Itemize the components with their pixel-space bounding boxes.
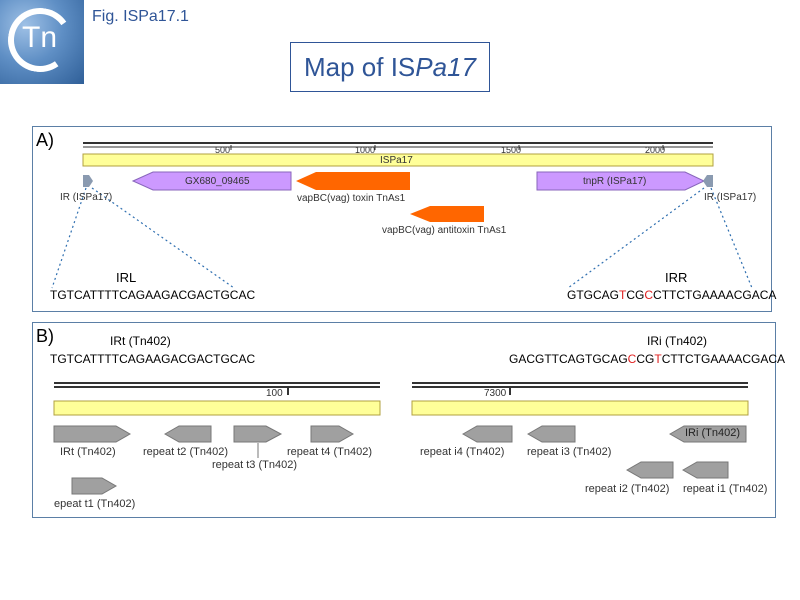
panel-b (32, 322, 776, 518)
repeat-t4-label: repeat t4 (Tn402) (287, 446, 372, 458)
repeat-i3-label: repeat i3 (Tn402) (527, 446, 612, 458)
irt-title: IRt (Tn402) (110, 334, 171, 348)
repeat-t2-arrow (163, 425, 212, 443)
iri-seq-part2: CG (636, 352, 655, 366)
tick-label-7300: 7300 (484, 388, 507, 399)
toxin-gene-arrow (296, 172, 410, 190)
antitoxin-gene-label: vapBC(vag) antitoxin TnAs1 (382, 225, 507, 236)
tnpr-gene-arrow (536, 171, 706, 191)
left-element-bar (53, 400, 381, 416)
iri-feature-label: IRi (Tn402) (685, 427, 741, 439)
ir-right-label: IR (ISPa17) (704, 192, 757, 203)
irt-feature-label: IRt (Tn402) (60, 446, 116, 458)
irr-sequence: GTGCAGTCGCCTTCTGAAAACGACA (567, 288, 776, 302)
irr-title: IRR (665, 270, 688, 285)
irt-feature-arrow (53, 425, 132, 443)
repeat-t3-label: repeat t3 (Tn402) (212, 459, 297, 471)
right-element-bar (411, 400, 749, 416)
irr-seq-mismatch2: C (644, 288, 654, 302)
ir-left-arrow (83, 175, 93, 187)
iri-title: IRi (Tn402) (647, 334, 708, 348)
irr-seq-part1: GTGCAG (567, 288, 620, 302)
irt-sequence: TGTCATTTTCAGAAGACGACTGCAC (50, 352, 256, 366)
ir-left-label: IR (ISPa17) (60, 192, 113, 203)
panel-a (32, 126, 772, 312)
ir-right-arrow (703, 175, 713, 187)
repeat-t1-label: epeat t1 (Tn402) (54, 498, 136, 510)
iri-sequence: GACGTTCAGTGCAGCCGTCTTCTGAAAACGACA (509, 352, 785, 366)
zoom-line-left-inner (91, 187, 235, 289)
tick-label-2000: 2000 (645, 145, 666, 155)
page-title: Map of ISPa17 (290, 42, 490, 92)
gx680-gene-arrow (131, 171, 292, 191)
iri-seq-part1: GACGTTCAGTGCAG (509, 352, 628, 366)
repeat-i1-label: repeat i1 (Tn402) (683, 483, 768, 495)
repeat-i3-arrow (526, 425, 576, 443)
gx680-gene-label: GX680_09465 (185, 176, 250, 187)
logo-text: Tn (22, 21, 58, 54)
repeat-t2-label: repeat t2 (Tn402) (143, 446, 228, 458)
tick-label-500: 500 (215, 145, 231, 155)
panel-a-label: A) (36, 130, 54, 150)
repeat-i2-arrow (625, 461, 674, 479)
repeat-i4-arrow (461, 425, 513, 443)
irr-seq-part3: CTTCTGAAAACGACA (653, 288, 777, 302)
antitoxin-gene-arrow (410, 206, 484, 222)
panel-b-label: B) (36, 326, 54, 346)
ispa17-element-bar (82, 153, 714, 167)
zoom-line-right-inner (567, 187, 705, 289)
tick-label-1000: 1000 (355, 145, 376, 155)
iri-feature-arrow (668, 425, 747, 443)
tick-label-1500: 1500 (501, 145, 522, 155)
tn-logo: Tn (0, 0, 84, 84)
irl-title: IRL (116, 270, 137, 285)
repeat-i2-label: repeat i2 (Tn402) (585, 483, 670, 495)
repeat-t1-arrow (71, 477, 118, 495)
zoom-line-right-outer (710, 187, 753, 289)
iri-seq-mismatch2: T (654, 352, 662, 366)
irr-seq-mismatch1: T (619, 288, 627, 302)
repeat-t3-arrow (233, 425, 283, 443)
iri-seq-mismatch1: C (627, 352, 637, 366)
repeat-i4-label: repeat i4 (Tn402) (420, 446, 505, 458)
title-prefix: Map of IS (303, 52, 416, 82)
irr-seq-part2: CG (626, 288, 645, 302)
iri-seq-part3: CTTCTGAAAACGACA (661, 352, 786, 366)
ispa17-bar-label: ISPa17 (380, 155, 413, 166)
irl-sequence: TGTCATTTTCAGAAGACGACTGCAC (50, 288, 256, 302)
toxin-gene-label: vapBC(vag) toxin TnAs1 (297, 193, 406, 204)
tnpr-gene-label: tnpR (ISPa17) (583, 176, 647, 187)
repeat-i1-arrow (681, 461, 729, 479)
repeat-t4-arrow (310, 425, 355, 443)
title-italic: Pa17 (415, 52, 476, 82)
figure-label: Fig. ISPa17.1 (92, 8, 189, 25)
tick-label-100: 100 (266, 388, 283, 399)
